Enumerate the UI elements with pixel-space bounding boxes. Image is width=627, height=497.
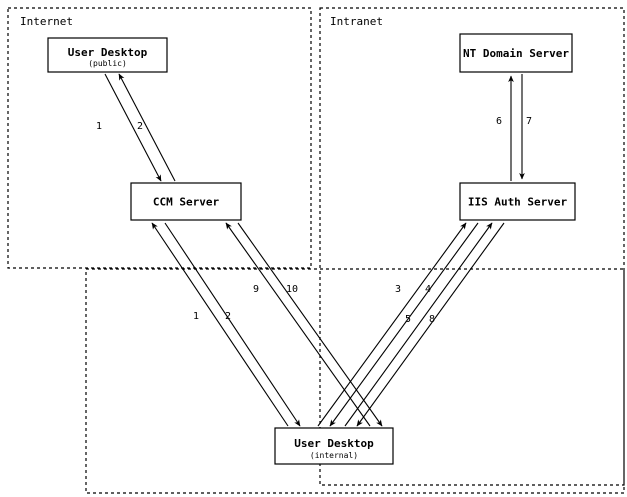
node-subtitle-user-desktop-internal: (internal)	[310, 451, 358, 460]
node-nt-domain-server[interactable]: NT Domain Server	[459, 33, 573, 73]
flow-arrow-3-user-desktop-internal-to-iis-auth-server	[317, 222, 467, 427]
flow-arrow-2-ccm-server-to-user-desktop-internal	[164, 222, 301, 427]
flow-step-label-2-ccm-server: 2	[137, 121, 143, 132]
flow-arrow-2-ccm-server-to-user-desktop-public	[118, 73, 176, 182]
flow-step-label-1-user-desktop-public: 1	[96, 121, 102, 132]
node-title-user-desktop-public: User Desktop	[68, 46, 148, 59]
flow-arrow-1-user-desktop-internal-to-ccm-server	[151, 222, 289, 427]
flow-arrow-5-user-desktop-internal-to-iis-auth-server	[344, 222, 493, 427]
node-box-user-desktop-public[interactable]	[47, 37, 168, 73]
flow-arrow-10-ccm-server-to-user-desktop-internal	[237, 222, 383, 427]
flow-step-label-9-user-desktop-internal: 9	[253, 284, 259, 295]
flow-arrow-8-iis-auth-server-to-user-desktop-internal	[356, 222, 505, 427]
flow-step-label-8-iis-auth-server: 8	[429, 314, 435, 325]
flow-arrow-4-iis-auth-server-to-user-desktop-internal	[329, 222, 479, 427]
node-box-nt-domain-server[interactable]	[459, 33, 573, 73]
zone-label-intranet: Intranet	[330, 15, 383, 28]
node-title-nt-domain-server: NT Domain Server	[463, 47, 569, 60]
node-user-desktop-public[interactable]: User Desktop(public)	[47, 37, 168, 73]
zone-boundary-internet	[7, 7, 312, 269]
zone-boundaries: Internet Intranet	[7, 7, 625, 494]
flow-step-label-5-user-desktop-internal: 5	[405, 314, 411, 325]
flow-step-label-2-ccm-server: 2	[225, 311, 231, 322]
flow-step-labels: 1 2 1 2 3 4 5 8 6 7 9 10	[96, 116, 532, 325]
flow-step-label-6-iis-auth-server: 6	[496, 116, 502, 127]
zone-boundary-intranet	[319, 7, 625, 486]
node-user-desktop-internal[interactable]: User Desktop(internal)	[274, 427, 394, 465]
flow-step-label-7-nt-domain-server: 7	[526, 116, 532, 127]
flow-arrows	[104, 73, 525, 427]
flow-step-label-3-user-desktop-internal: 3	[395, 284, 401, 295]
node-subtitle-user-desktop-public: (public)	[88, 59, 127, 68]
node-ccm-server[interactable]: CCM Server	[130, 182, 242, 221]
flow-step-label-4-iis-auth-server: 4	[425, 284, 431, 295]
node-title-iis-auth-server: IIS Auth Server	[468, 196, 568, 209]
node-iis-auth-server[interactable]: IIS Auth Server	[459, 182, 576, 221]
flow-arrow-1-user-desktop-public-to-ccm-server	[104, 73, 162, 182]
node-title-ccm-server: CCM Server	[153, 196, 220, 209]
flow-step-label-10-ccm-server: 10	[286, 284, 298, 295]
flow-step-label-1-user-desktop-internal: 1	[193, 311, 199, 322]
node-box-user-desktop-internal[interactable]	[274, 427, 394, 465]
node-title-user-desktop-internal: User Desktop	[294, 437, 374, 450]
flow-arrow-9-user-desktop-internal-to-ccm-server	[225, 222, 371, 427]
zone-boundary-internal	[85, 268, 625, 494]
node-box-iis-auth-server[interactable]	[459, 182, 576, 221]
zone-label-internet: Internet	[20, 15, 73, 28]
node-box-ccm-server[interactable]	[130, 182, 242, 221]
